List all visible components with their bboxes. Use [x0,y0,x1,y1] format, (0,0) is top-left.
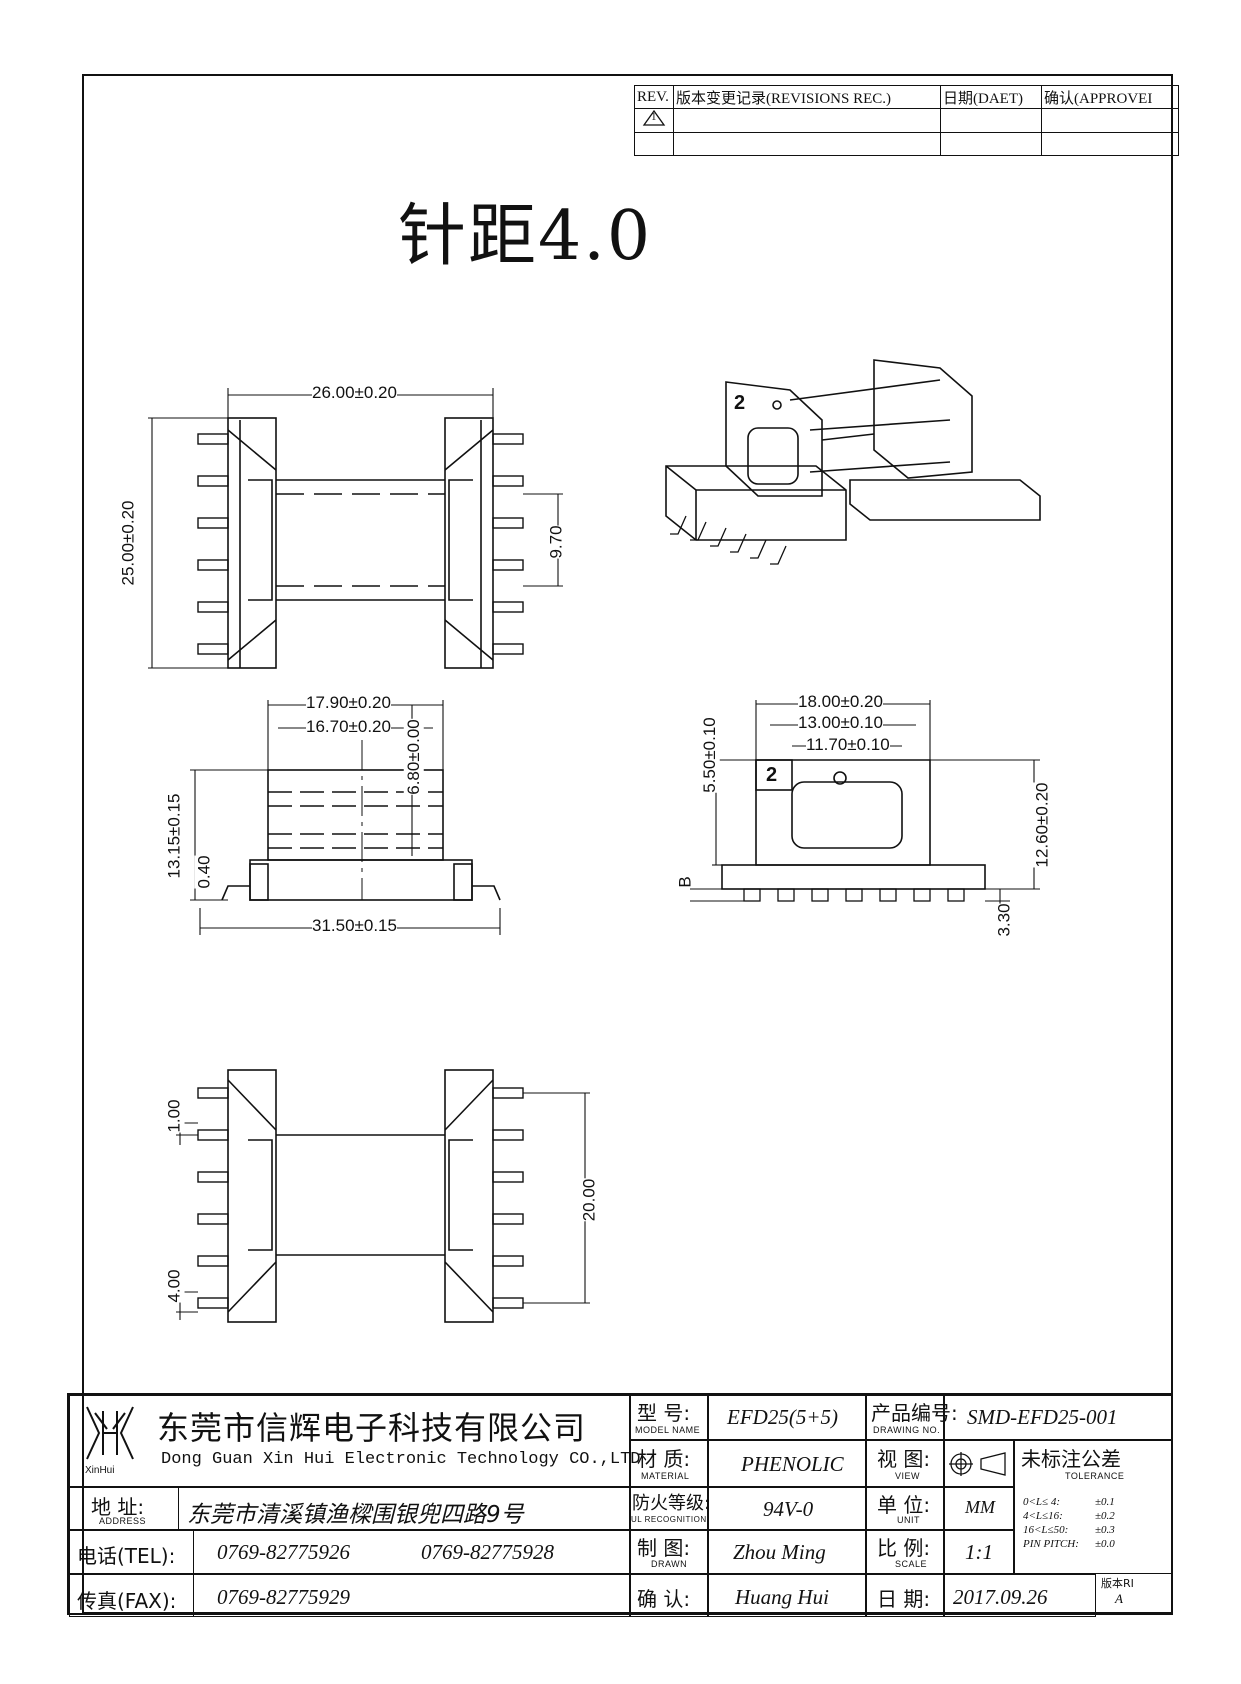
drawing-no-label-en: DRAWING NO. [873,1425,941,1435]
dim-bottom-pin4: 4.00 [164,1269,185,1303]
drawn-value: Zhou Ming [733,1540,826,1564]
tol-range-1: 0<L≤ 4: [1023,1496,1060,1508]
scale-label-en: SCALE [895,1559,928,1569]
front-pin-number: 2 [766,764,778,786]
tol-range-4: PIN PITCH: [1023,1538,1079,1550]
fax-label: 传真(FAX): [77,1589,177,1613]
isometric-view [665,359,1041,565]
dim-bottom-pin1: 1.00 [164,1099,185,1133]
dim-front-c: 11.70±0.10 [806,735,890,755]
tolerance-title: 未标注公差 [1021,1447,1121,1471]
material-value: PHENOLIC [741,1452,844,1476]
tol-range-2: 4<L≤16: [1023,1510,1063,1522]
date-value: 2017.09.26 [953,1585,1048,1609]
revisions-header: 版本变更记录(REVISIONS REC.) [673,85,941,109]
dim-bottom-span: 20.00 [579,1178,600,1222]
dim-side-thk: 0.40 [194,855,215,889]
xinhui-logo-icon [86,1406,134,1460]
unit-label-en: UNIT [897,1515,920,1525]
address-label-en: ADDRESS [99,1516,147,1526]
confirm-label: 确 认: [637,1587,691,1611]
material-label-en: MATERIAL [641,1471,690,1481]
dim-side-b: 16.70±0.20 [306,717,391,737]
dim-top-height: 25.00±0.20 [118,500,139,586]
ul-label: 防火等级: [632,1493,711,1514]
scale-label: 比 例: [877,1536,931,1560]
front-view [690,700,1040,935]
tol-value-2: ±0.2 [1095,1510,1115,1522]
view-label-en: VIEW [895,1471,921,1481]
confirm-value: Huang Hui [735,1585,829,1609]
top-view [148,388,563,669]
model-value: EFD25(5+5) [727,1405,838,1429]
tol-range-3: 16<L≤50: [1023,1524,1069,1536]
drawn-label-en: DRAWN [651,1559,688,1569]
dim-side-height: 13.15±0.15 [164,793,185,879]
drawing-no-value: SMD-EFD25-001 [967,1405,1118,1429]
dim-front-a: 18.00±0.20 [798,692,883,712]
dim-side-c: 6.80±0.00 [403,719,424,795]
revision-table: REV. 版本变更记录(REVISIONS REC.) 日期(DAET) 确认(… [634,85,1179,156]
date-label: 日 期: [877,1587,931,1611]
tol-value-4: ±0.0 [1095,1538,1115,1550]
tolerance-en: TOLERANCE [1065,1471,1125,1481]
unit-value: MM [965,1497,995,1517]
dim-top-width: 26.00±0.20 [312,383,397,403]
ul-label-en: UL RECOGNITION [631,1515,707,1524]
drawing-no-label: 产品编号: [871,1401,958,1425]
ul-value: 94V-0 [763,1497,814,1521]
tol-value-1: ±0.1 [1095,1496,1115,1508]
tel-value-1: 0769-82775926 [217,1540,350,1564]
dim-front-b-label: B [675,876,695,888]
version-label: 版本RI [1101,1577,1134,1590]
model-label: 型 号: [637,1401,691,1425]
model-label-en: MODEL NAME [635,1425,701,1435]
dim-front-b: 13.00±0.10 [798,713,883,733]
dim-top-pitch: 9.70 [546,525,567,559]
tel-value-2: 0769-82775928 [421,1540,554,1564]
company-cell [69,1395,630,1487]
address-value: 东莞市清溪镇渔樑围银兜四路9号 [187,1502,524,1528]
dim-front-height: 12.60±0.20 [1032,782,1053,868]
company-name-en: Dong Guan Xin Hui Electronic Technology … [161,1450,641,1469]
dim-front-top: 5.50±0.10 [699,717,720,793]
view-label: 视 图: [877,1447,931,1471]
version-value: A [1115,1591,1123,1606]
title-block: XinHui 东莞市信辉电子科技有限公司 Dong Guan Xin Hui E… [67,1393,1173,1617]
dim-side-length: 31.50±0.15 [312,916,397,936]
tol-value-3: ±0.3 [1095,1524,1115,1536]
drawn-label: 制 图: [637,1536,691,1560]
company-name-cn: 东莞市信辉电子科技有限公司 [157,1409,587,1447]
drawing-title: 针距4.0 [398,197,653,276]
dim-front-base: 3.30 [994,903,1015,937]
tolerance-list: 0<L≤ 4: ±0.1 4<L≤16: ±0.2 16<L≤50: ±0.3 PIN… [1023,1495,1115,1551]
iso-pin-number: 2 [734,392,746,414]
logo-text: XinHui [85,1465,115,1476]
fax-value: 0769-82775929 [217,1585,350,1609]
unit-label: 单 位: [877,1493,931,1517]
address-label: 地 址: [91,1495,145,1519]
rev-mark: 1 [651,111,657,123]
bottom-view [176,1069,590,1323]
tel-label: 电话(TEL): [77,1544,176,1568]
dim-side-a: 17.90±0.20 [306,693,391,713]
projection-symbol-icon [949,1452,1006,1476]
scale-value: 1:1 [965,1540,993,1564]
material-label: 材 质: [637,1447,691,1471]
